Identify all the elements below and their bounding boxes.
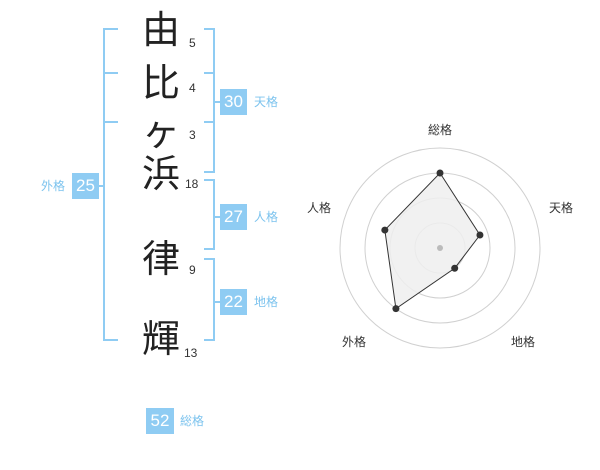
radar-point: [381, 226, 389, 234]
radar-point: [451, 264, 459, 272]
radar-label-soukaku: 総格: [428, 123, 453, 137]
jinkaku-badge: 27: [220, 204, 247, 230]
stroke-count-6: 13: [184, 346, 198, 360]
jinkaku-label: 人格: [254, 210, 279, 224]
tenkaku-bracket: [204, 28, 215, 173]
gaikaku-bracket: [103, 28, 118, 341]
radar-area: [384, 172, 481, 310]
stroke-count-3: 3: [189, 128, 196, 142]
radar-point: [476, 231, 484, 239]
chikaku-bracket: [204, 258, 215, 341]
stroke-count-1: 5: [189, 36, 196, 50]
stroke-count-5: 9: [189, 263, 196, 277]
radar-point: [436, 169, 444, 177]
jinkaku-bracket: [204, 179, 215, 250]
stroke-count-4: 18: [185, 177, 199, 191]
radar-label-tenkaku: 天格: [549, 201, 574, 215]
gaikaku-label: 外格: [41, 179, 66, 193]
soukaku-label: 総格: [180, 414, 205, 428]
name-char-4: 浜: [142, 152, 181, 196]
radar-label-gaikaku: 外格: [342, 335, 367, 349]
soukaku-badge: 52: [146, 408, 174, 434]
radar-center-dot: [437, 245, 443, 251]
name-char-3: ヶ: [142, 110, 181, 154]
tenkaku-label: 天格: [254, 95, 279, 109]
stroke-count-2: 4: [189, 81, 196, 95]
tenkaku-badge: 30: [220, 89, 247, 115]
radar-grid-ring: [339, 147, 541, 349]
name-char-2: 比: [142, 61, 181, 105]
chikaku-badge: 22: [220, 289, 247, 315]
chikaku-label: 地格: [254, 295, 279, 309]
name-char-5: 律: [142, 237, 181, 281]
name-char-1: 由: [142, 8, 181, 52]
name-char-6: 輝: [142, 317, 181, 361]
radar-label-jinkaku: 人格: [307, 201, 332, 215]
radar-point: [392, 305, 400, 313]
radar-label-chikaku: 地格: [511, 335, 536, 349]
gaikaku-badge: 25: [72, 173, 99, 199]
